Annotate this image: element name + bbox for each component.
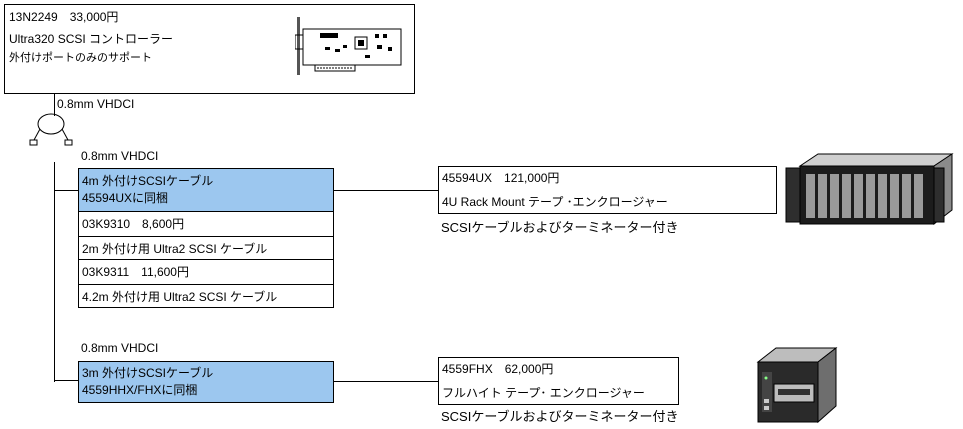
cable-alt2-box: 03K9311 11,600円 4.2m 外付け用 Ultra2 SCSI ケー… [78,259,334,308]
cable-main-title: 4m 外付けSCSIケーブル [82,174,214,188]
trunk-branch-2 [54,380,78,381]
controller-note: 外付けポートのみのサポート [9,52,152,64]
controller-part-price: 13N2249 33,000円 [9,10,119,24]
trunk-branch-1 [54,190,78,191]
cable-alt1-box: 03K9310 8,600円 2m 外付け用 Ultra2 SCSI ケーブル [78,211,334,260]
connector-label-group2: 0.8mm VHDCI [81,341,159,355]
rack-tape-enclosure-icon [785,153,954,226]
device1-name: 4U Rack Mount テープ ･エンクロージャー [442,195,668,209]
device-box-group2: 4559FHX 62,000円 フルハイト テープ･ エンクロージャー [438,357,679,405]
cable-alt2-name: 4.2m 外付け用 Ultra2 SCSI ケーブル [82,290,278,304]
cable-alt1-divider [79,236,333,237]
cable-coil-icon [29,113,73,146]
scsi-card-icon [295,17,402,75]
device2-part-price: 4559FHX 62,000円 [442,362,554,376]
cable2-main-title: 3m 外付けSCSIケーブル [82,366,214,380]
cable-main-box-group2: 3m 外付けSCSIケーブル 4559HHX/FHXに同梱 [78,361,334,403]
cable-alt1-name: 2m 外付け用 Ultra2 SCSI ケーブル [82,242,268,256]
device2-name: フルハイト テープ･ エンクロージャー [442,386,645,400]
cable-alt1-part-price: 03K9310 8,600円 [82,217,185,231]
connector-label-group1: 0.8mm VHDCI [81,149,159,163]
connector-line-group1 [334,190,438,191]
device1-note: SCSIケーブルおよびターミネーター付き [441,220,679,235]
cable-main-bundle: 45594UXに同梱 [82,191,169,205]
connector-label-top: 0.8mm VHDCI [57,97,135,111]
cable-alt2-part-price: 03K9311 11,600円 [82,265,189,279]
cable-main-box-group1: 4m 外付けSCSIケーブル 45594UXに同梱 [78,168,334,212]
cable-alt2-divider [79,284,333,285]
controller-name: Ultra320 SCSI コントローラー [9,32,174,46]
device2-note: SCSIケーブルおよびターミネーター付き [441,409,679,424]
cable2-main-bundle: 4559HHX/FHXに同梱 [82,383,198,397]
trunk-line [54,162,55,382]
device-box-group1: 45594UX 121,000円 4U Rack Mount テープ ･エンクロ… [438,166,777,214]
controller-box: 13N2249 33,000円 Ultra320 SCSI コントローラー 外付… [4,4,415,94]
desktop-tape-enclosure-icon [756,346,838,424]
connector-line-group2 [334,381,438,382]
device1-part-price: 45594UX 121,000円 [442,171,560,185]
connector-line-top [54,94,55,116]
